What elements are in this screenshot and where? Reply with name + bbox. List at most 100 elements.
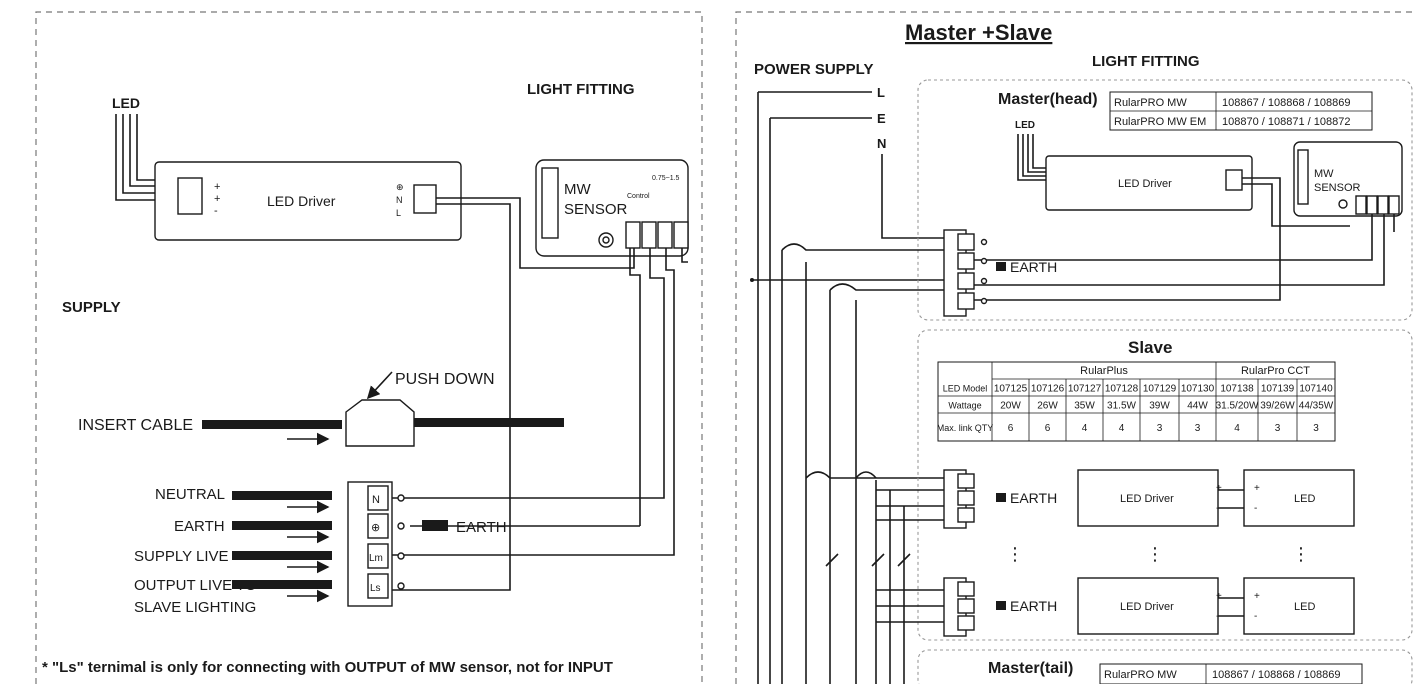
slave-table-cell: 3 xyxy=(1275,423,1281,434)
slave-title: Slave xyxy=(1128,338,1172,357)
left-led-driver: + + - LED Driver ⊕ N L xyxy=(154,161,462,241)
slave-table-cell: 31.5W xyxy=(1107,401,1136,412)
neutral-label: NEUTRAL xyxy=(155,486,225,503)
svg-text:⊕: ⊕ xyxy=(396,182,404,192)
slave-earth-label: EARTH xyxy=(1010,598,1057,614)
right-panel: Master +Slave POWER SUPPLY LIGHT FITTING… xyxy=(735,11,1415,684)
slave-table-cell: 107130 xyxy=(1181,384,1215,395)
master-led-label: LED xyxy=(1015,120,1035,131)
slave-table-cell: 4 xyxy=(1082,423,1088,434)
master-table-cell: RularPRO MW EM xyxy=(1114,116,1206,128)
slave-table-cell: Wattage xyxy=(948,401,981,411)
slave-table-cell: 3 xyxy=(1157,423,1163,434)
slave-table-cell: 107138 xyxy=(1220,384,1254,395)
master-driver-label: LED Driver xyxy=(1118,178,1172,190)
slave-table-cell: 107129 xyxy=(1143,384,1177,395)
slave-table-cell: 107127 xyxy=(1068,384,1102,395)
lead-N: N xyxy=(877,136,886,151)
tail-table-cell: 108867 / 108868 / 108869 xyxy=(1212,669,1340,681)
slave-led-label: LED xyxy=(1294,493,1315,505)
slave-table-cell: 6 xyxy=(1008,423,1014,434)
slave-table-cell: 39/26W xyxy=(1260,401,1295,412)
slave-table-cell: 6 xyxy=(1045,423,1051,434)
master-table-cell: RularPRO MW xyxy=(1114,97,1187,109)
master-sensor-line1: MW xyxy=(1314,168,1334,180)
master-head-label: Master(head) xyxy=(998,91,1098,108)
svg-text:-: - xyxy=(1216,611,1219,622)
svg-text:+: + xyxy=(1254,483,1260,494)
slave-group-header: RularPlus xyxy=(1080,365,1128,377)
slave-table-cell: 39W xyxy=(1149,401,1170,412)
svg-text:+: + xyxy=(1216,483,1222,494)
slave-table-cell: 107126 xyxy=(1031,384,1065,395)
svg-text:⋮: ⋮ xyxy=(1006,544,1024,564)
slave-table-cell: 44W xyxy=(1187,401,1208,412)
svg-text:⊕: ⊕ xyxy=(371,522,380,534)
right-light-fitting: LIGHT FITTING xyxy=(1092,53,1199,70)
left-driver-label: LED Driver xyxy=(267,193,336,209)
svg-text:L: L xyxy=(396,208,401,218)
master-sensor-line2: SENSOR xyxy=(1314,182,1361,194)
svg-text:-: - xyxy=(1254,503,1257,514)
slave-table-cell: 3 xyxy=(1313,423,1319,434)
slave-lighting-label: SLAVE LIGHTING xyxy=(134,599,256,616)
master-tail: Master(tail) RularPRO MW 108867 / 108868… xyxy=(917,649,1413,684)
lead-E: E xyxy=(877,111,886,126)
power-supply-label: POWER SUPPLY xyxy=(754,61,873,78)
svg-text:+: + xyxy=(214,181,220,193)
svg-text:-: - xyxy=(214,205,218,217)
slave-led-label: LED xyxy=(1294,601,1315,613)
push-down-label: PUSH DOWN xyxy=(395,371,495,388)
slave-table-cell: 4 xyxy=(1234,423,1240,434)
left-footnote: * "Ls" ternimal is only for connecting w… xyxy=(42,659,613,676)
earth-tag: EARTH xyxy=(456,519,507,536)
slave-table-cell: LED Model xyxy=(943,384,988,394)
slave-table-cell: 4 xyxy=(1119,423,1125,434)
slave-table-cell: 107128 xyxy=(1105,384,1139,395)
master-table-cell: 108867 / 108868 / 108869 xyxy=(1222,97,1350,109)
slave-table-cell: 20W xyxy=(1000,401,1021,412)
slave-driver-label: LED Driver xyxy=(1120,493,1174,505)
slave-table-cell: 3 xyxy=(1195,423,1201,434)
slave-table-cell: 35W xyxy=(1074,401,1095,412)
svg-text:-: - xyxy=(1254,611,1257,622)
left-light-fitting: LIGHT FITTING xyxy=(527,81,634,98)
svg-text:⋮: ⋮ xyxy=(1146,544,1164,564)
slave-table-cell: 107140 xyxy=(1299,384,1333,395)
svg-text:Lm: Lm xyxy=(369,553,383,564)
svg-text:N: N xyxy=(372,494,380,506)
slave-table-cell: 26W xyxy=(1037,401,1058,412)
earth-wire-label: EARTH xyxy=(174,518,225,535)
tail-table-cell: RularPRO MW xyxy=(1104,669,1177,681)
svg-text:-: - xyxy=(1216,503,1219,514)
slave-table-cell: 107139 xyxy=(1261,384,1295,395)
slave-table-cell: 107125 xyxy=(994,384,1028,395)
left-sensor-range: 0.75~1.5 xyxy=(652,175,680,182)
chain-wires xyxy=(781,243,944,684)
left-supply: SUPPLY xyxy=(62,299,121,316)
slave-table-cell: 44/35W xyxy=(1299,401,1334,412)
slave-earth-label: EARTH xyxy=(1010,490,1057,506)
master-tail-label: Master(tail) xyxy=(988,660,1073,677)
push-down-connector: PUSH DOWN INSERT CABLE xyxy=(78,371,564,447)
slave-table-cell: Max. link QTY xyxy=(937,423,994,433)
left-led-label: LED xyxy=(112,95,140,111)
master-head: Master(head) RularPRO MW 108867 / 108868… xyxy=(917,79,1413,321)
left-mw-sensor: MW SENSOR Control 0.75~1.5 xyxy=(535,159,689,257)
left-panel-border xyxy=(35,11,703,684)
left-sensor-control: Control xyxy=(627,193,650,200)
master-slave-title: Master +Slave xyxy=(905,20,1052,45)
svg-text:N: N xyxy=(396,195,403,205)
power-leads: L E N xyxy=(750,85,944,684)
svg-text:Ls: Ls xyxy=(370,583,381,594)
supply-live-label: SUPPLY LIVE xyxy=(134,548,229,565)
left-terminal-block: NEUTRAL EARTH SUPPLY LIVE OUTPUT LIVE TO… xyxy=(134,481,640,616)
left-sensor-line2: SENSOR xyxy=(564,201,628,218)
slave-table-cell: 31.5/20W xyxy=(1216,401,1259,412)
svg-text:+: + xyxy=(1216,591,1222,602)
left-panel: LED + + - LED Driver ⊕ N L LIGHT FITTING… xyxy=(35,11,703,684)
slave-driver-label: LED Driver xyxy=(1120,601,1174,613)
